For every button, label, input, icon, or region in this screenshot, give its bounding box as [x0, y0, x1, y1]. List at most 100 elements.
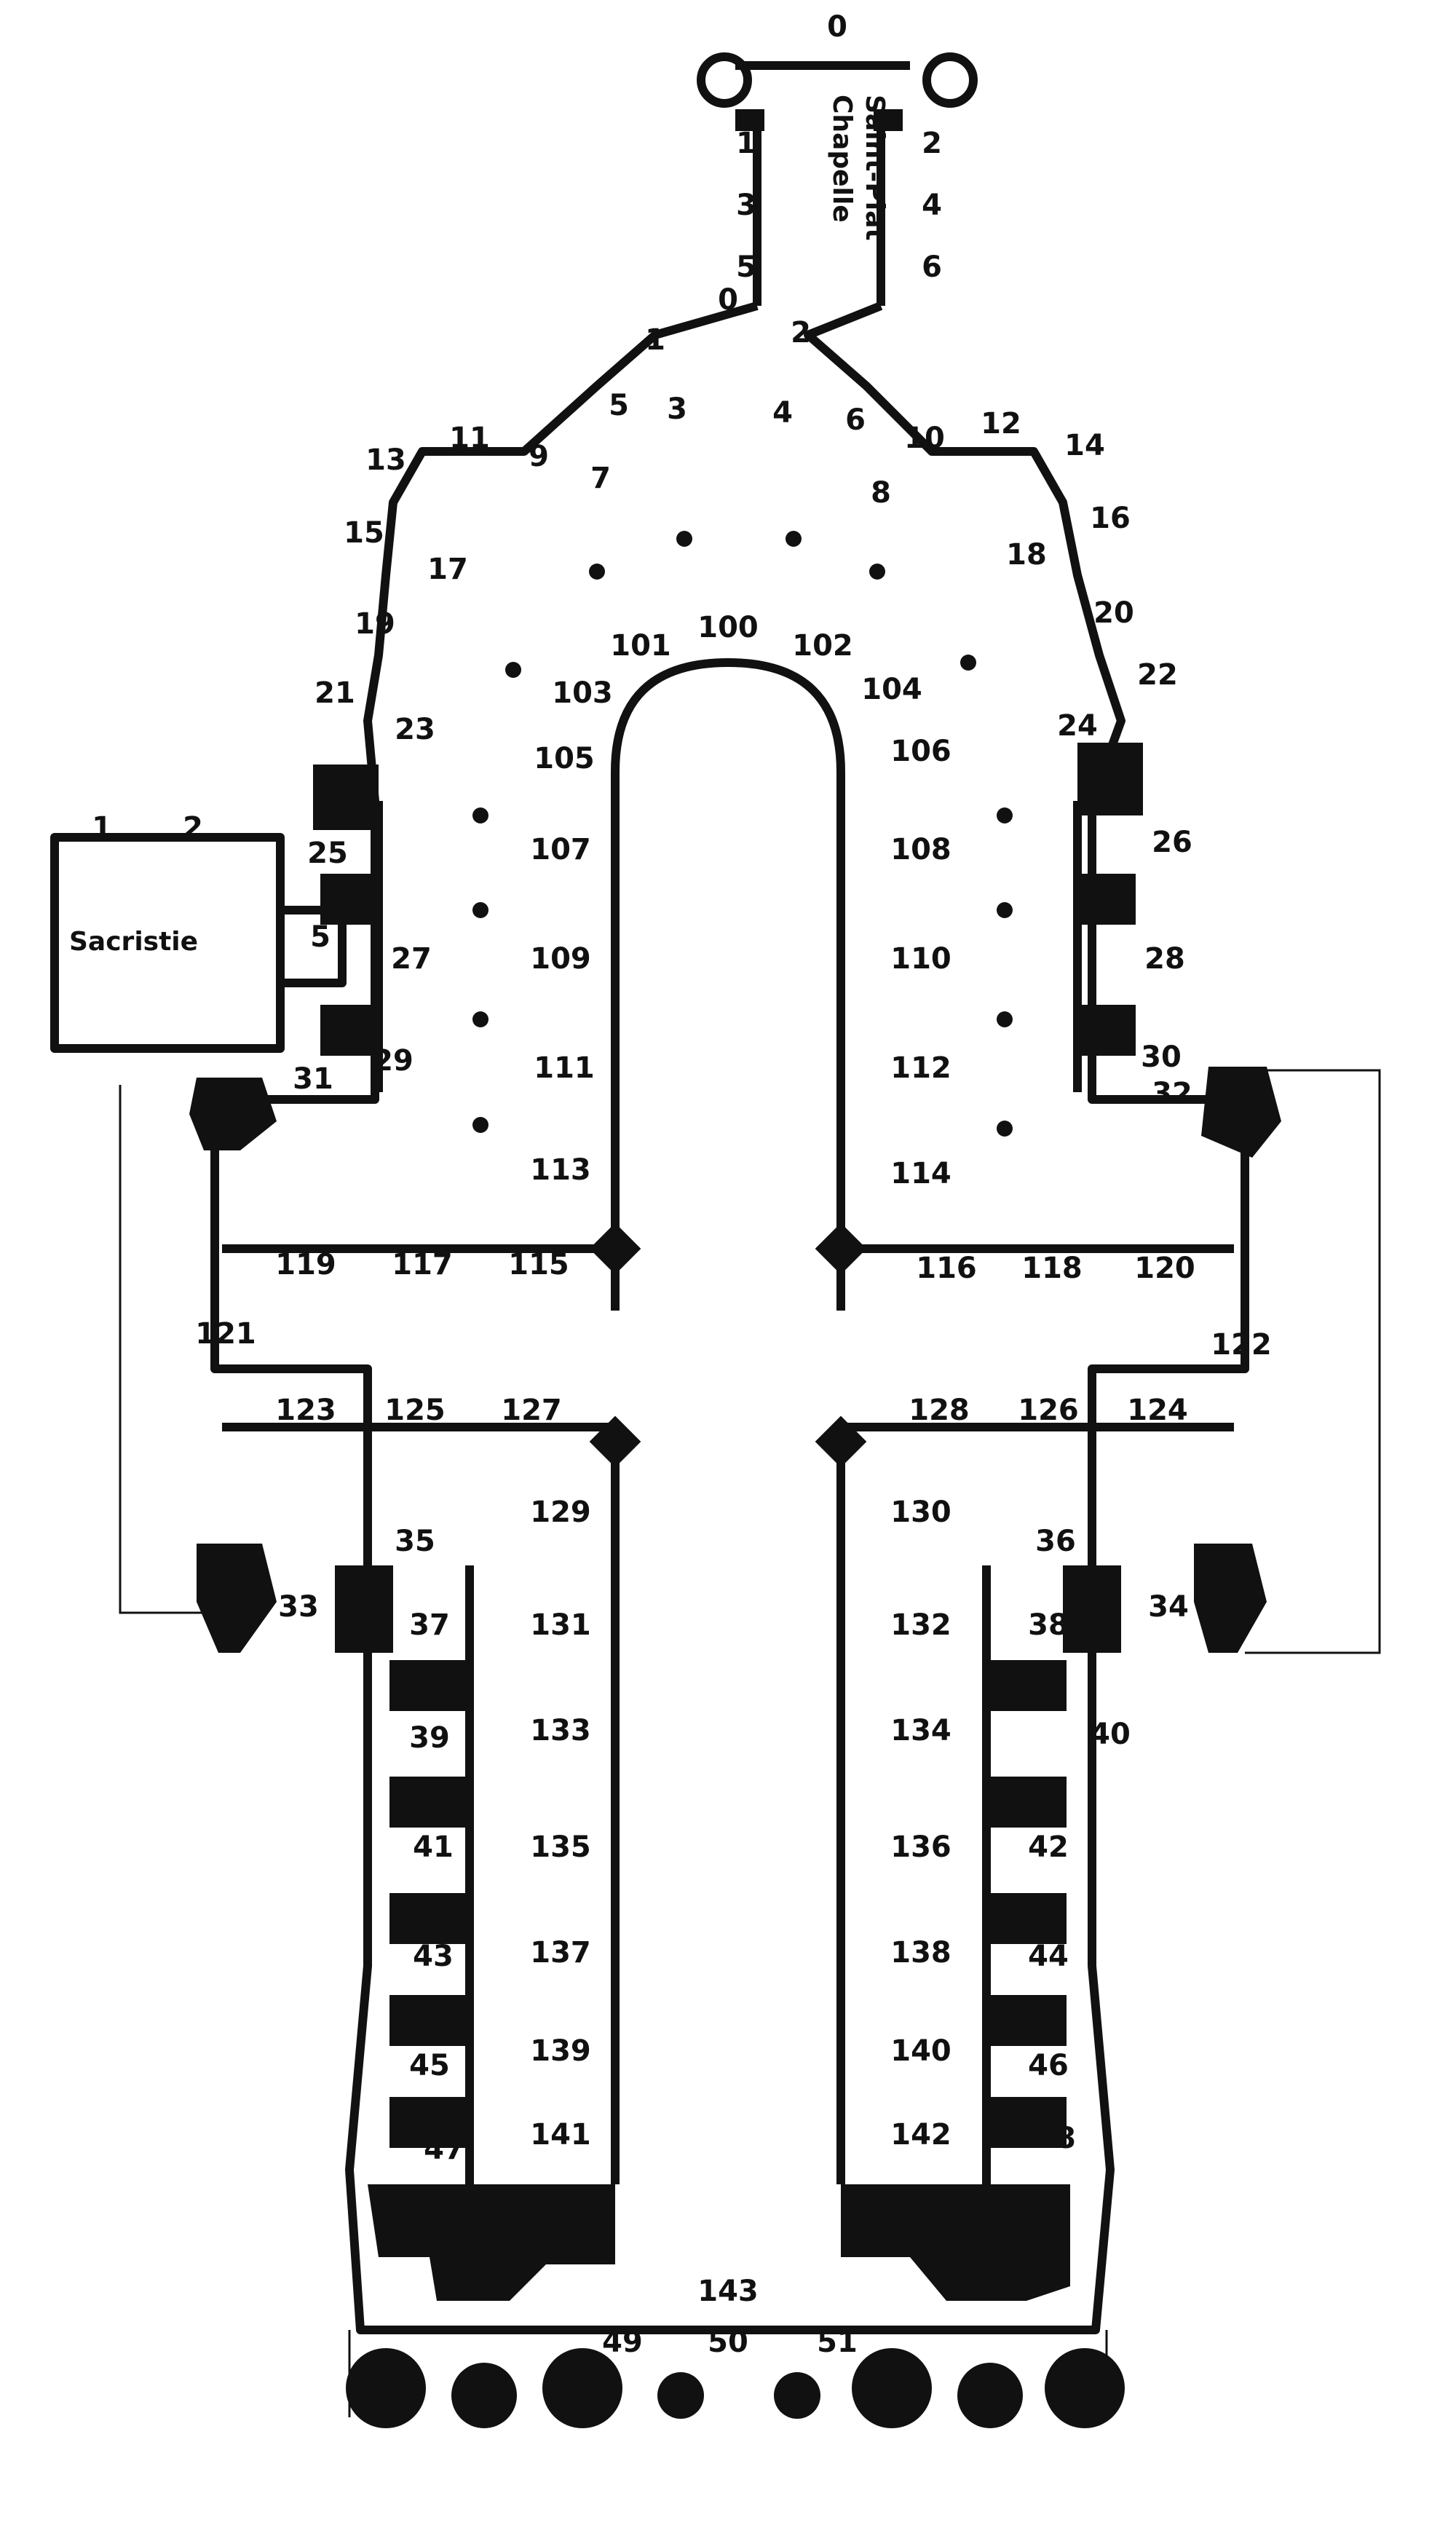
clerestory-window-label-118: 118	[1021, 1252, 1083, 1285]
ambulatory-window-label-15: 15	[344, 516, 384, 550]
clerestory-window-label-140: 140	[890, 2034, 951, 2068]
chapel-label-line2: Saint-Piat	[860, 95, 890, 241]
clerestory-window-label-101: 101	[610, 629, 671, 663]
ambulatory-window-label-8: 8	[871, 476, 891, 510]
clerestory-window-label-141: 141	[530, 2118, 591, 2152]
ambulatory-window-label-19: 19	[355, 607, 395, 641]
plan-walls	[50, 52, 1381, 2417]
clerestory-window-label-120: 120	[1134, 1252, 1195, 1285]
plan-piers	[189, 743, 1281, 2428]
clerestory-window-label-100: 100	[697, 611, 759, 644]
ambulatory-window-label-5: 5	[609, 389, 629, 422]
chapel-label-line1: Chapelle	[827, 95, 857, 223]
ambulatory-window-label-20: 20	[1093, 596, 1134, 630]
aisle-window-label-33: 33	[278, 1590, 319, 1624]
aisle-window-label-41: 41	[413, 1830, 454, 1864]
chapel-label: Chapelle Saint-Piat	[827, 95, 890, 241]
chapel-window-label-6: 6	[922, 250, 942, 284]
ambulatory-window-label-18: 18	[1006, 538, 1047, 572]
plan-columns	[472, 531, 1013, 1137]
aisle-window-label-37: 37	[409, 1608, 450, 1642]
clerestory-window-label-106: 106	[890, 735, 951, 768]
clerestory-window-label-137: 137	[530, 1936, 591, 1970]
clerestory-window-label-126: 126	[1018, 1394, 1079, 1427]
aisle-window-label-42: 42	[1028, 1830, 1069, 1864]
clerestory-window-label-104: 104	[861, 673, 922, 706]
aisle-window-label-45: 45	[409, 2049, 450, 2082]
aisle-window-label-47: 47	[424, 2133, 464, 2166]
aisle-window-label-49: 49	[602, 2326, 643, 2359]
clerestory-window-label-102: 102	[792, 629, 853, 663]
ambulatory-window-label-22: 22	[1137, 658, 1178, 692]
clerestory-window-label-125: 125	[384, 1394, 446, 1427]
chapel-window-label-0: 0	[827, 10, 847, 44]
aisle-window-label-40: 40	[1090, 1718, 1131, 1751]
clerestory-window-label-131: 131	[530, 1608, 591, 1642]
clerestory-window-label-129: 129	[530, 1496, 591, 1529]
aisle-window-label-39: 39	[409, 1721, 450, 1755]
ambulatory-window-label-23: 23	[395, 713, 435, 746]
ambulatory-window-label-16: 16	[1090, 502, 1131, 535]
chapel-window-label-3: 3	[736, 189, 756, 222]
ambulatory-window-label-32: 32	[1152, 1077, 1192, 1110]
ambulatory-window-label-25: 25	[307, 837, 348, 870]
aisle-window-label-48: 48	[1035, 2122, 1076, 2155]
aisle-window-label-34: 34	[1148, 1590, 1189, 1624]
clerestory-window-label-115: 115	[508, 1248, 569, 1281]
ambulatory-window-label-24: 24	[1057, 709, 1098, 743]
ambulatory-window-label-6: 6	[845, 403, 866, 437]
aisle-window-label-38: 38	[1028, 1608, 1069, 1642]
ambulatory-window-label-4: 4	[772, 396, 793, 430]
clerestory-window-label-138: 138	[890, 1936, 951, 1970]
clerestory-window-label-139: 139	[530, 2034, 591, 2068]
clerestory-window-label-114: 114	[890, 1157, 951, 1190]
clerestory-window-label-116: 116	[916, 1252, 977, 1285]
clerestory-window-label-130: 130	[890, 1496, 951, 1529]
clerestory-window-label-111: 111	[534, 1051, 595, 1085]
aisle-window-label-36: 36	[1035, 1525, 1076, 1558]
ambulatory-window-label-7: 7	[590, 462, 611, 495]
clerestory-window-label-113: 113	[530, 1153, 591, 1187]
clerestory-window-label-123: 123	[275, 1394, 336, 1427]
clerestory-window-label-108: 108	[890, 833, 951, 866]
aisle-window-label-51: 51	[817, 2326, 858, 2359]
clerestory-window-label-143: 143	[697, 2275, 759, 2308]
clerestory-window-label-107: 107	[530, 833, 591, 866]
ambulatory-window-label-30: 30	[1141, 1040, 1182, 1074]
ambulatory-window-label-0: 0	[718, 283, 738, 317]
ambulatory-window-label-12: 12	[981, 407, 1021, 441]
chapel-window-label-4: 4	[922, 189, 942, 222]
ambulatory-window-label-31: 31	[293, 1062, 333, 1096]
ambulatory-window-label-1: 1	[645, 323, 665, 357]
sacristy-window-label-2: 2	[183, 811, 203, 845]
aisle-window-label-43: 43	[413, 1940, 454, 1973]
aisle-window-label-44: 44	[1028, 1940, 1069, 1973]
sacristy-window-label-1: 1	[92, 811, 112, 845]
clerestory-window-label-105: 105	[534, 742, 595, 775]
clerestory-window-label-124: 124	[1127, 1394, 1188, 1427]
clerestory-window-label-109: 109	[530, 942, 591, 976]
ambulatory-window-label-9: 9	[529, 440, 549, 473]
chapel-window-label-1: 1	[736, 127, 756, 160]
sacristy-window-label-5: 5	[310, 920, 331, 954]
clerestory-window-label-134: 134	[890, 1714, 951, 1747]
aisle-window-label-46: 46	[1028, 2049, 1069, 2082]
chapel-window-label-2: 2	[922, 127, 942, 160]
ambulatory-window-label-29: 29	[373, 1044, 414, 1078]
clerestory-window-label-119: 119	[275, 1248, 336, 1281]
clerestory-window-label-112: 112	[890, 1051, 951, 1085]
clerestory-window-label-117: 117	[392, 1248, 453, 1281]
clerestory-window-label-121: 121	[195, 1317, 256, 1351]
clerestory-window-label-135: 135	[530, 1830, 591, 1864]
clerestory-window-label-110: 110	[890, 942, 951, 976]
clerestory-window-label-103: 103	[552, 676, 613, 710]
ambulatory-window-label-2: 2	[791, 316, 811, 349]
clerestory-window-label-132: 132	[890, 1608, 951, 1642]
clerestory-window-label-142: 142	[890, 2118, 951, 2152]
clerestory-window-label-122: 122	[1211, 1328, 1272, 1362]
ambulatory-window-label-26: 26	[1152, 826, 1192, 859]
chapel-window-label-5: 5	[736, 250, 756, 284]
ambulatory-window-label-11: 11	[449, 422, 490, 455]
